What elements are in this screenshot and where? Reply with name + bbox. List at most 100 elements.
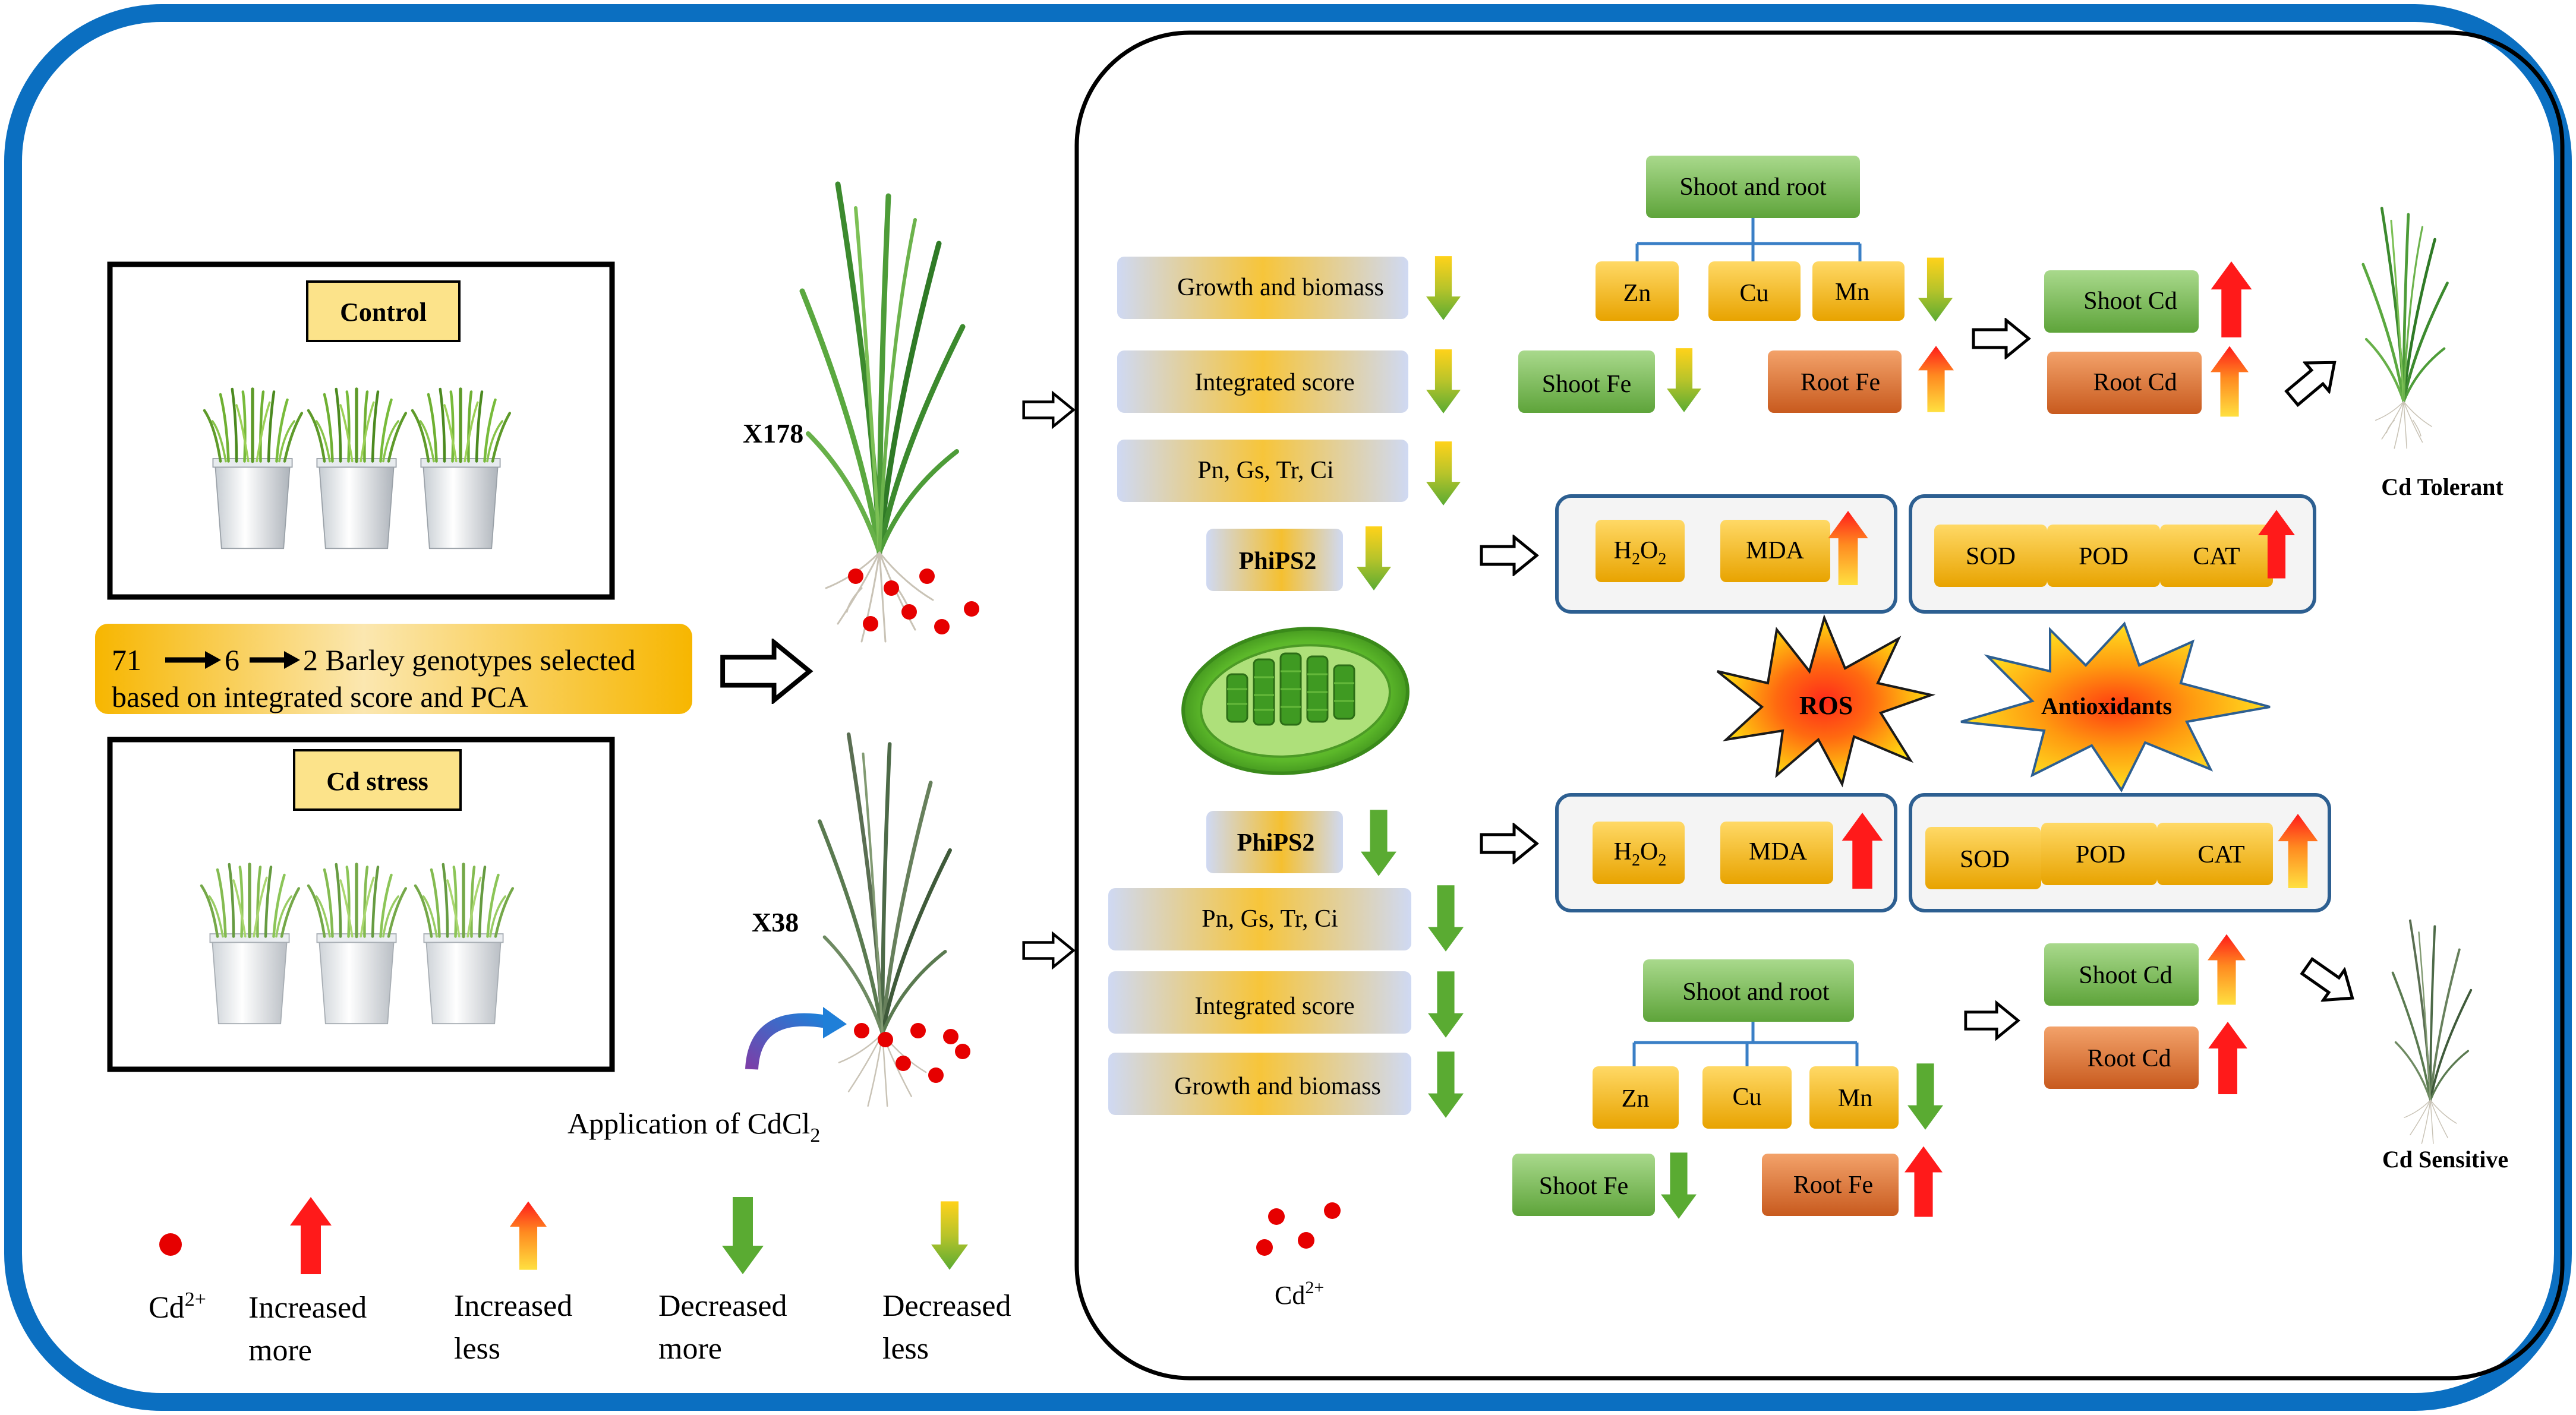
sen-root-fe-label: Root Fe bbox=[1793, 1171, 1873, 1199]
sen-cat-label: CAT bbox=[2197, 841, 2244, 868]
tol-sod-label: SOD bbox=[1966, 543, 2016, 570]
tol-photosynthesis-box bbox=[1117, 440, 1408, 502]
sen-phips2-label: PhiPS2 bbox=[1237, 829, 1315, 857]
tol-root-fe-box bbox=[1768, 350, 1902, 413]
sen-mn-box bbox=[1809, 1066, 1899, 1129]
tol-mda-label: MDA bbox=[1746, 537, 1805, 564]
tol-cat-label: CAT bbox=[2193, 543, 2240, 570]
tol-shoot-root-box bbox=[1646, 156, 1860, 218]
sen-phips2-box bbox=[1206, 811, 1343, 873]
legend-decreased-more-2: more bbox=[658, 1332, 722, 1366]
ros-label: ROS bbox=[1799, 691, 1853, 720]
legend-increased-less-2: less bbox=[454, 1332, 500, 1366]
selection-arrow-1-head bbox=[205, 651, 221, 669]
sen-mda-box bbox=[1720, 822, 1833, 884]
tol-tree-connectors bbox=[1635, 218, 1862, 261]
legend-increased-more-1: Increased bbox=[248, 1291, 367, 1325]
sen-root-cd-label: Root Cd bbox=[2087, 1045, 2171, 1072]
tol-cu-box bbox=[1708, 261, 1801, 321]
tol-cat-box bbox=[2160, 525, 2273, 587]
cd-stress-label-box bbox=[293, 749, 462, 811]
selection-count-71: 71 bbox=[112, 643, 141, 677]
x178-cd-ions bbox=[848, 568, 979, 634]
tol-outcome-label: Cd Tolerant bbox=[2381, 473, 2504, 500]
tol-root-cd-label: Root Cd bbox=[2093, 369, 2177, 396]
sen-outcome-label: Cd Sensitive bbox=[2382, 1146, 2508, 1173]
selection-line-1: 2 Barley genotypes selected bbox=[303, 643, 636, 677]
panel-cd-ion-cluster bbox=[1256, 1202, 1341, 1256]
tol-shoot-fe-label: Shoot Fe bbox=[1542, 371, 1632, 398]
sen-shoot-cd-box bbox=[2044, 943, 2199, 1006]
sen-shoot-root-label: Shoot and root bbox=[1682, 978, 1830, 1006]
tol-photosynthesis-label: Pn, Gs, Tr, Ci bbox=[1197, 457, 1333, 484]
sen-root-cd-box bbox=[2044, 1026, 2199, 1089]
legend-decreased-less-2: less bbox=[882, 1332, 929, 1366]
tol-h2o2-label: H2O2 bbox=[1614, 537, 1667, 568]
tol-pod-box bbox=[2047, 525, 2160, 587]
tol-shoot-cd-label: Shoot Cd bbox=[2083, 288, 2177, 315]
tol-cu-label: Cu bbox=[1739, 280, 1768, 307]
sen-pod-label: POD bbox=[2076, 841, 2126, 868]
tol-mda-box bbox=[1720, 520, 1830, 582]
selection-count-6: 6 bbox=[225, 643, 239, 677]
legend-decreased-more-1: Decreased bbox=[658, 1289, 787, 1323]
sen-growth-label: Growth and biomass bbox=[1174, 1073, 1381, 1100]
tol-root-cd-box bbox=[2047, 352, 2202, 414]
sen-photosynthesis-label: Pn, Gs, Tr, Ci bbox=[1202, 905, 1338, 933]
tol-growth-box bbox=[1117, 257, 1408, 319]
sen-h2o2-box bbox=[1593, 822, 1685, 884]
tol-growth-label: Growth and biomass bbox=[1177, 274, 1384, 301]
tol-phips2-box bbox=[1206, 529, 1343, 591]
sen-sod-box bbox=[1925, 827, 2041, 889]
legend-cd-ion-dot bbox=[159, 1233, 182, 1256]
sen-zn-label: Zn bbox=[1622, 1085, 1650, 1113]
tol-shoot-root-label: Shoot and root bbox=[1679, 173, 1827, 201]
tol-mn-label: Mn bbox=[1835, 279, 1869, 306]
control-label-box bbox=[306, 280, 461, 342]
application-curved-arrow bbox=[745, 1013, 827, 1070]
sen-cu-label: Cu bbox=[1732, 1084, 1761, 1111]
sen-shoot-fe-box bbox=[1512, 1154, 1655, 1216]
control-label: Control bbox=[340, 298, 427, 327]
legend-cd-ion-label: Cd2+ bbox=[149, 1288, 206, 1325]
legend-increased-less-1: Increased bbox=[454, 1289, 572, 1323]
sen-shoot-fe-label: Shoot Fe bbox=[1539, 1173, 1629, 1200]
selection-line-2: based on integrated score and PCA bbox=[112, 680, 528, 713]
tol-integrated-label: Integrated score bbox=[1194, 369, 1354, 396]
cd-stress-label: Cd stress bbox=[326, 767, 428, 796]
legend-increased-more-2: more bbox=[248, 1334, 312, 1367]
tol-pod-label: POD bbox=[2079, 543, 2129, 570]
sen-shoot-root-box bbox=[1643, 959, 1854, 1022]
tol-integrated-box bbox=[1117, 350, 1408, 413]
sen-sod-label: SOD bbox=[1960, 846, 2010, 873]
x38-cd-ions bbox=[854, 1023, 970, 1083]
sen-cat-box bbox=[2157, 823, 2273, 885]
genotype-x178: X178 bbox=[743, 418, 803, 448]
sen-shoot-cd-label: Shoot Cd bbox=[2079, 962, 2173, 989]
ros-burst bbox=[1716, 614, 1936, 788]
tol-zn-label: Zn bbox=[1623, 280, 1651, 307]
sen-zn-box bbox=[1593, 1066, 1679, 1129]
sen-h2o2-label: H2O2 bbox=[1614, 838, 1667, 870]
tol-shoot-fe-box bbox=[1518, 350, 1655, 413]
sen-growth-box bbox=[1108, 1053, 1411, 1115]
tol-root-fe-label: Root Fe bbox=[1801, 369, 1880, 396]
tol-mn-box bbox=[1812, 261, 1905, 321]
tol-h2o2-box bbox=[1596, 520, 1685, 582]
sen-integrated-label: Integrated score bbox=[1194, 993, 1354, 1020]
genotype-x38: X38 bbox=[752, 907, 799, 937]
sen-integrated-box bbox=[1108, 971, 1411, 1034]
selection-strip bbox=[95, 624, 692, 714]
antioxidants-burst bbox=[1960, 621, 2271, 792]
application-cdcl2-text: Application of CdCl2 bbox=[567, 1107, 820, 1146]
panel-cd-ion-label: Cd2+ bbox=[1275, 1278, 1324, 1310]
sen-cu-box bbox=[1702, 1066, 1792, 1129]
chloroplast-image bbox=[1181, 627, 1410, 775]
sen-root-fe-box bbox=[1762, 1154, 1899, 1216]
sen-mda-label: MDA bbox=[1749, 838, 1808, 866]
sen-photosynthesis-box bbox=[1108, 888, 1411, 950]
mechanism-panel-frame bbox=[1074, 30, 2565, 1381]
sen-pod-box bbox=[2041, 823, 2157, 885]
tol-sod-box bbox=[1934, 525, 2047, 587]
